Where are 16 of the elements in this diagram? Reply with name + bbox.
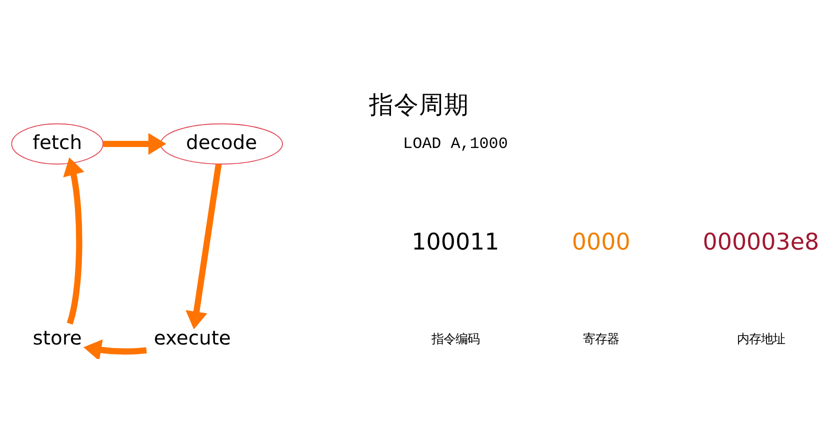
label: LOAD A,1000 — [403, 134, 508, 152]
label: 内存地址 — [736, 331, 785, 346]
arrow — [186, 163, 222, 329]
arrow — [63, 156, 84, 324]
label: 0000 — [572, 228, 630, 255]
node-ellipse: fetch — [11, 122, 104, 164]
label: 寄存器 — [583, 331, 620, 346]
node-ellipse: decode — [160, 122, 283, 164]
node-text: execute — [154, 326, 231, 350]
label: 000003e8 — [702, 228, 820, 255]
arrow — [103, 132, 166, 154]
arrow — [83, 338, 147, 358]
diagram-title: 指令周期 — [369, 89, 469, 118]
node-text: store — [32, 326, 82, 350]
label: 指令编码 — [431, 331, 480, 346]
label: 100011 — [412, 228, 500, 255]
